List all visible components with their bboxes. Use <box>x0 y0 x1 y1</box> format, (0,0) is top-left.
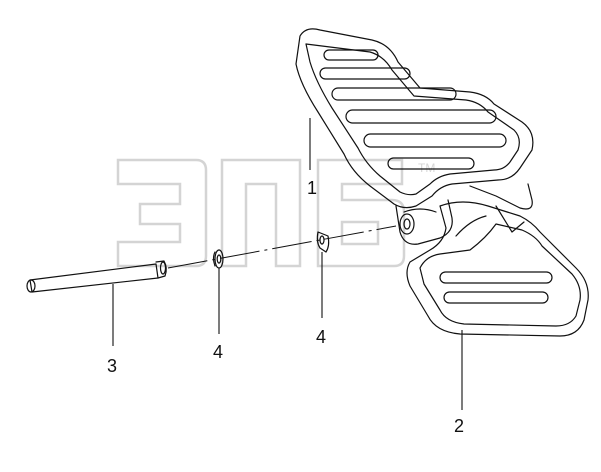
callout-4-right: 4 <box>316 327 326 347</box>
callout-4-left: 4 <box>213 342 223 362</box>
callout-1: 1 <box>307 178 317 198</box>
leader-lines <box>112 118 463 410</box>
part-3-pin <box>26 260 167 293</box>
part-2-lower-pedal <box>406 201 589 337</box>
callout-3: 3 <box>107 356 117 376</box>
part-4-washer-right <box>316 231 330 253</box>
watermark-logo <box>116 158 406 268</box>
part-1-upper-pedal <box>295 28 534 245</box>
watermark-trademark: TM <box>418 161 435 175</box>
assembly-axis-line <box>167 225 397 269</box>
callout-2: 2 <box>454 416 464 436</box>
